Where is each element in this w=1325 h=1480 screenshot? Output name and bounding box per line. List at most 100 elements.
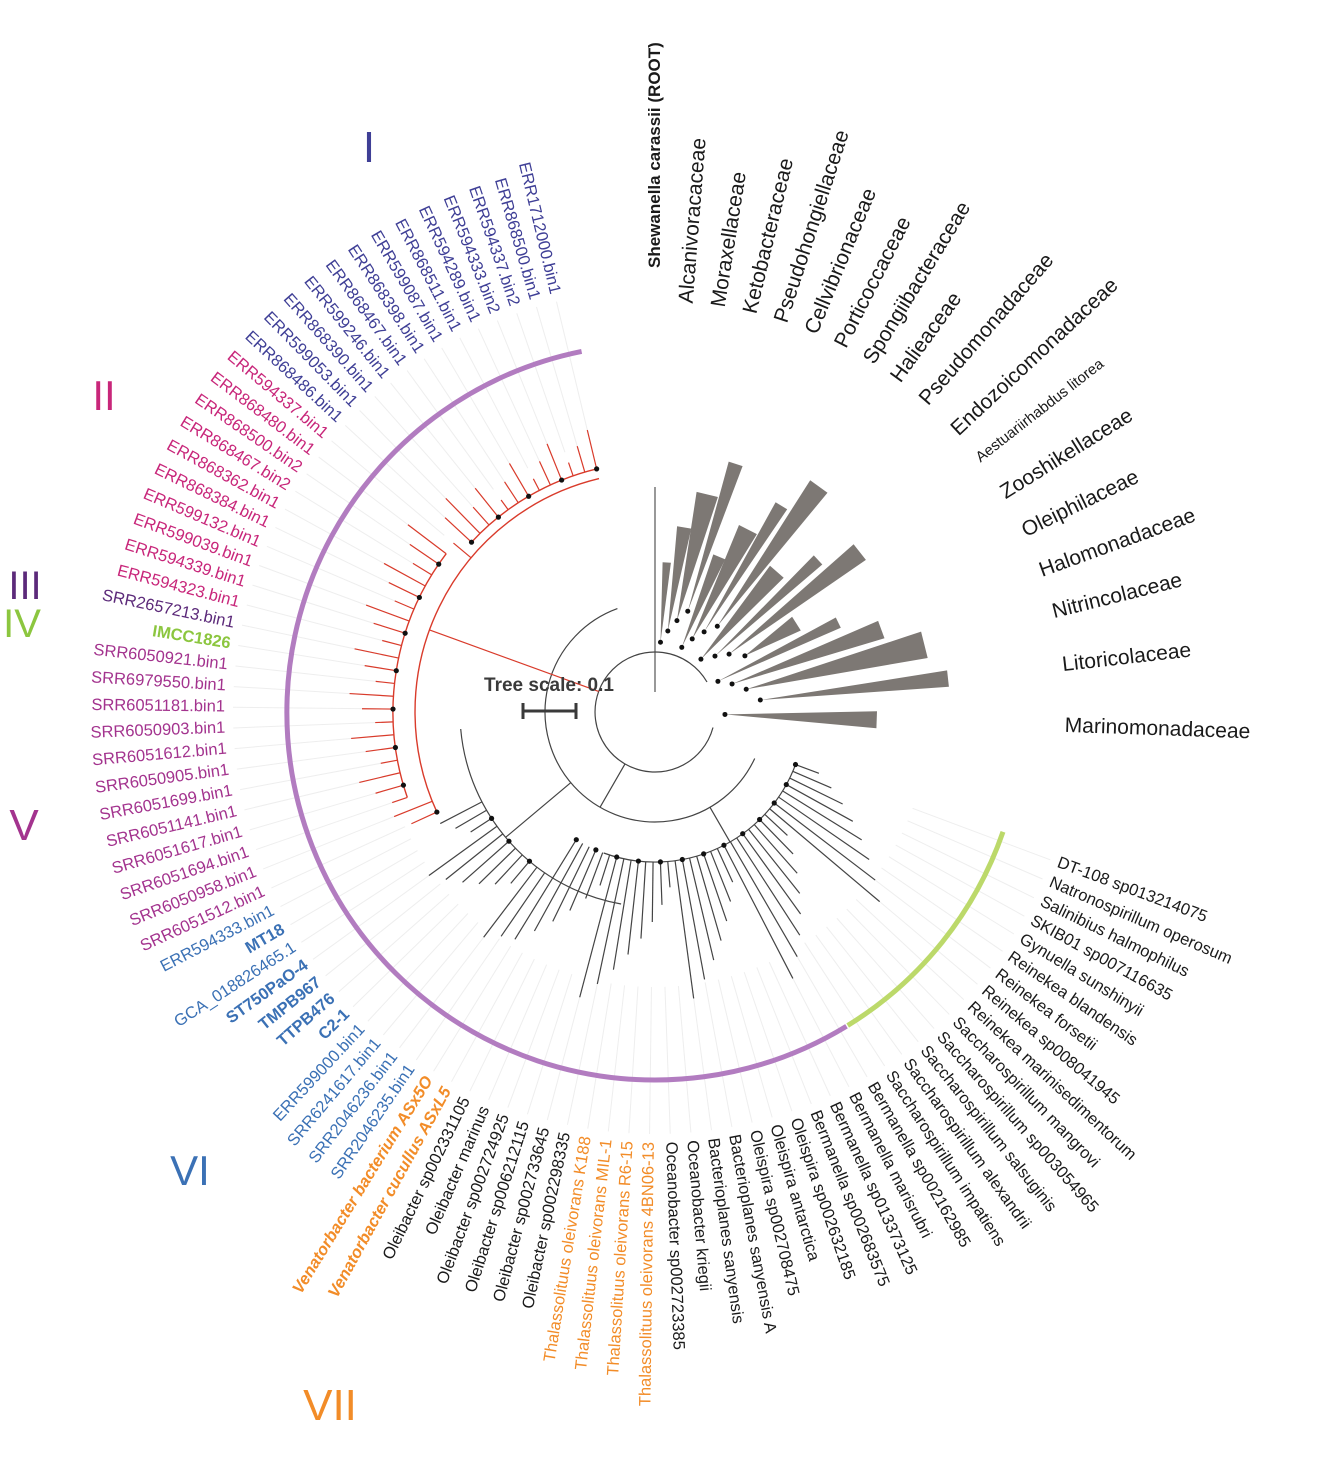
- leaf-guide: [855, 899, 965, 1001]
- family-label: Nitrincolaceae: [1050, 569, 1185, 624]
- bootstrap-node: [526, 858, 533, 864]
- leaf-branch: [375, 721, 394, 724]
- leaf-branch: [494, 854, 523, 885]
- leaf-guide: [280, 838, 412, 907]
- leaf-branch: [667, 861, 671, 888]
- leaf-label: Oceanobacter sp002723385: [662, 1141, 688, 1350]
- bootstrap-node: [594, 466, 600, 472]
- leaf-guide: [804, 942, 886, 1067]
- leaf-guide: [792, 949, 868, 1078]
- leaf-guide: [338, 893, 450, 993]
- leaf-branch: [533, 843, 584, 932]
- leaf-branch: [532, 478, 540, 491]
- leaf-branch: [703, 853, 728, 922]
- leaf-guide: [895, 844, 1025, 917]
- bootstrap-node: [689, 636, 695, 642]
- leaf-guide: [469, 958, 535, 1092]
- leaf-guide: [649, 986, 652, 1134]
- leaf-guide: [717, 979, 753, 1123]
- leaf-branch: [792, 770, 832, 789]
- leaf-branch: [640, 861, 647, 939]
- bootstrap-node: [757, 816, 763, 823]
- leaf-guide: [907, 820, 1043, 880]
- collapsed-clade: [760, 670, 949, 700]
- leaf-branch: [444, 517, 472, 543]
- bootstrap-node: [400, 782, 407, 788]
- leaf-guide: [240, 762, 385, 791]
- leaf-branch: [688, 857, 715, 961]
- bootstrap-node: [488, 815, 495, 822]
- leaf-branch: [411, 811, 438, 825]
- leaf-guide: [252, 584, 393, 630]
- leaf-branch: [729, 841, 798, 957]
- leaf-guide: [331, 440, 445, 536]
- leaf-branch: [567, 462, 574, 476]
- leaf-guide: [628, 986, 639, 1134]
- backbone-branch: [544, 608, 756, 823]
- leaf-guide: [704, 982, 733, 1128]
- leaf-branch: [382, 639, 402, 647]
- leaf-guide: [255, 801, 396, 851]
- internal-branch: [709, 806, 731, 843]
- leaf-branch: [753, 824, 798, 874]
- family-label: Alcanivoracaceae: [675, 137, 711, 304]
- leaf-guide: [235, 665, 382, 683]
- group-label-VI: VI: [170, 1147, 210, 1194]
- leaf-branch: [393, 800, 433, 818]
- clade-arcs: [284, 348, 1006, 1083]
- bootstrap-node: [593, 847, 599, 853]
- collapsed-clades: [660, 461, 949, 729]
- leaf-guide: [390, 382, 484, 498]
- collapsed-clade: [717, 617, 841, 682]
- bootstrap-node: [771, 800, 777, 806]
- leaf-guide: [275, 527, 408, 593]
- internal-branch: [429, 629, 599, 693]
- leaf-guide: [555, 301, 592, 445]
- leaf-guide: [864, 888, 978, 985]
- tree-scale-label: Tree scale: 0.1: [484, 675, 614, 696]
- collapsed-clade: [717, 480, 828, 627]
- collapsed-clade: [732, 620, 885, 684]
- leaf-guide: [677, 985, 692, 1133]
- bootstrap-node: [714, 623, 720, 629]
- leaf-guide: [249, 788, 392, 831]
- leaf-branch: [696, 855, 722, 941]
- bootstrap-node: [742, 653, 748, 659]
- bootstrap-node: [657, 859, 664, 865]
- leaf-branch: [659, 861, 663, 905]
- leaf-guide: [546, 977, 586, 1121]
- leaf-label: SRR6051181.bin1: [91, 696, 225, 715]
- bootstrap-node: [390, 706, 396, 712]
- backbone-branch: [594, 651, 714, 773]
- leaf-branch: [599, 854, 611, 886]
- leaf-branch: [627, 861, 639, 955]
- leaf-branch: [510, 860, 530, 884]
- bootstrap-node: [712, 653, 718, 659]
- root-label: Shewanella carassii (ROOT): [645, 42, 664, 268]
- bootstrap-node: [783, 781, 789, 788]
- leaf-guide: [266, 545, 403, 605]
- leaf-guide: [306, 473, 429, 558]
- leaf-branch: [538, 461, 551, 486]
- leaf-guide: [441, 347, 517, 475]
- bootstrap-node: [722, 711, 728, 717]
- leaf-guide: [271, 826, 406, 889]
- group-label-III: III: [8, 564, 41, 608]
- leaf-branch: [373, 622, 406, 634]
- leaf-branch: [789, 777, 843, 805]
- bootstrap-node: [436, 561, 442, 567]
- leaf-guide: [246, 604, 390, 643]
- bootstrap-node: [685, 608, 691, 614]
- leaf-guide: [526, 973, 573, 1115]
- leaf-guide: [295, 490, 421, 569]
- leaf-branch: [782, 790, 862, 841]
- leaf-guide: [406, 370, 494, 490]
- leaf-label: SRR6050903.bin1: [90, 719, 225, 742]
- collapsed-clade: [667, 526, 692, 631]
- clade-arc-main: [284, 348, 848, 1083]
- bootstrap-node: [715, 678, 721, 684]
- group-label-IV: IV: [3, 602, 41, 646]
- bootstrap-node: [665, 628, 671, 634]
